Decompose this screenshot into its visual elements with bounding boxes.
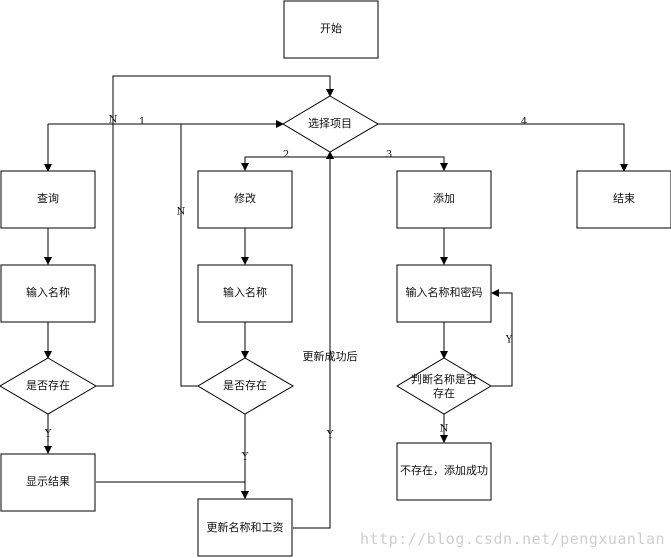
edge-label-opt2: 2 (283, 150, 289, 161)
modify-input-label: 输入名称 (223, 285, 267, 299)
update-label: 更新名称和工资 (207, 520, 284, 534)
edge-label-opt3: 3 (386, 150, 392, 161)
query-input-label: 输入名称 (26, 285, 70, 299)
edge-show-to-update (96, 481, 249, 499)
edge-opt3-add (330, 156, 448, 171)
node-modify (197, 170, 293, 229)
edge-add-yes (491, 289, 513, 387)
edge-start-select (112, 75, 334, 125)
node-add-exists (396, 357, 492, 415)
show-result-label: 显示结果 (26, 475, 70, 488)
node-add-input (396, 264, 492, 323)
node-query-exists (0, 357, 97, 415)
node-modify-exists (197, 357, 294, 415)
edge-label-opt1: 1 (139, 117, 145, 128)
edge-label-add-yes: Y (505, 335, 513, 346)
add-label: 添加 (433, 191, 455, 205)
edge-modify-no (180, 124, 198, 387)
node-add (396, 170, 492, 229)
edge-label-update-yes: Y (326, 430, 334, 441)
node-show-result (0, 453, 96, 512)
edge-update-back (293, 151, 334, 529)
node-select (282, 95, 379, 153)
edge-query-no (96, 124, 114, 387)
node-add-success (396, 442, 492, 501)
edge-opt4-end (378, 123, 628, 172)
edge-label-update-done: 更新成功后 (303, 349, 358, 363)
node-start (283, 0, 379, 59)
modify-label: 修改 (234, 191, 256, 205)
modify-exists-label: 是否存在 (223, 378, 267, 392)
node-query (0, 170, 96, 229)
add-input-label: 输入名称和密码 (406, 285, 483, 299)
edge-label-modify-yes: Y (241, 452, 249, 463)
end-label: 结束 (613, 192, 635, 205)
edge-label-add-no: N (440, 424, 449, 435)
node-labels: 开始 选择项目 查询 修改 添加 结束 输入名称 输入名称 输入名称和密码 是否… (26, 21, 635, 534)
node-update (197, 498, 293, 557)
add-exists-label-line1: 判断名称是否 (411, 372, 477, 386)
edge-label-query-no: N (109, 115, 118, 126)
add-exists-label-line2: 存在 (433, 386, 455, 400)
edge-labels: 1 2 3 4 N Y N Y 更新成功后 Y Y N (44, 115, 527, 463)
watermark-url: http://blog.csdn.net/pengxuanlan (360, 530, 665, 548)
node-query-input (0, 264, 96, 323)
query-label: 查询 (37, 191, 59, 205)
add-success-label: 不存在，添加成功 (400, 463, 488, 477)
edge-label-opt4: 4 (521, 117, 527, 128)
start-label: 开始 (320, 21, 342, 35)
node-end (576, 170, 671, 229)
connectors (44, 75, 628, 529)
query-exists-label: 是否存在 (26, 378, 70, 392)
node-modify-input (197, 264, 293, 323)
select-label: 选择项目 (308, 116, 352, 130)
edge-label-query-yes: Y (44, 429, 52, 440)
edge-label-modify-no: N (177, 207, 186, 218)
